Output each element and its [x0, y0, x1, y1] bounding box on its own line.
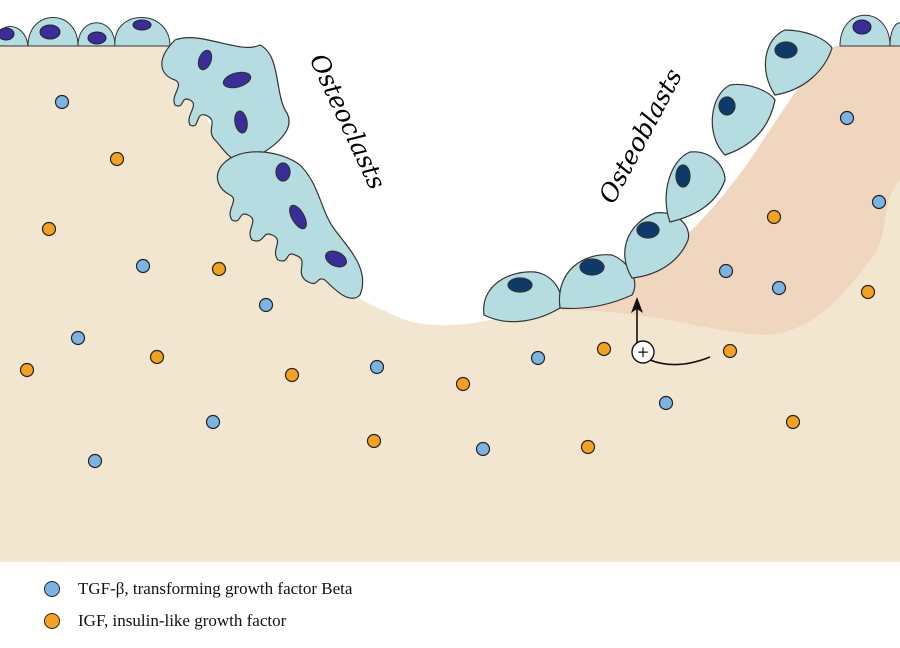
igf-dot: [284, 367, 300, 383]
igf-dot: [41, 221, 57, 237]
tgf-beta-dot: [475, 441, 491, 457]
igf-dot: [860, 284, 876, 300]
tgf-beta-dot: [718, 263, 734, 279]
tgf-beta-swatch-icon: [44, 581, 60, 597]
igf-dot: [211, 261, 227, 277]
igf-dot: [580, 439, 596, 455]
growth-factor-dots: [19, 94, 887, 469]
igf-dot: [722, 343, 738, 359]
tgf-beta-dot: [205, 414, 221, 430]
lining-cells-right: [839, 14, 900, 47]
tgf-beta-dot: [87, 453, 103, 469]
igf-dot: [596, 341, 612, 357]
tgf-beta-dot: [70, 330, 86, 346]
osteoblast-cell: [483, 271, 562, 323]
tgf-beta-dot: [54, 94, 70, 110]
legend-label: IGF, insulin-like growth factor: [78, 611, 287, 630]
tgf-beta-dot: [771, 280, 787, 296]
stimulation-plus-icon: [631, 340, 655, 364]
igf-dot: [785, 414, 801, 430]
tgf-beta-dot: [871, 194, 887, 210]
igf-dot: [455, 376, 471, 392]
osteoclasts-label: Osteoclasts: [304, 49, 392, 193]
legend-label: TGF-β, transforming growth factor Beta: [78, 579, 353, 598]
stimulation-arrow: [636, 305, 711, 366]
igf-swatch-icon: [44, 613, 60, 629]
tgf-beta-dot: [369, 359, 385, 375]
tgf-beta-dot: [135, 258, 151, 274]
osteoblasts: [483, 29, 833, 323]
tgf-beta-dot: [258, 297, 274, 313]
legend-item-igf: IGF, insulin-like growth factor: [44, 611, 286, 631]
lining-cells-left: [0, 17, 171, 47]
igf-dot: [366, 433, 382, 449]
arrowhead-icon: [631, 297, 643, 313]
osteoclast-cell: [216, 151, 364, 299]
plus-symbol: +: [637, 343, 650, 361]
tgf-beta-dot: [839, 110, 855, 126]
igf-dot: [149, 349, 165, 365]
tgf-beta-dot: [658, 395, 674, 411]
new-bone-osteoid: [560, 46, 900, 335]
igf-dot: [19, 362, 35, 378]
igf-dot: [109, 151, 125, 167]
osteoclasts: [161, 37, 364, 299]
tgf-beta-dot: [530, 350, 546, 366]
igf-dot: [766, 209, 782, 225]
osteoclast-cell: [161, 37, 290, 162]
legend-item-tgf-beta: TGF-β, transforming growth factor Beta: [44, 579, 352, 599]
